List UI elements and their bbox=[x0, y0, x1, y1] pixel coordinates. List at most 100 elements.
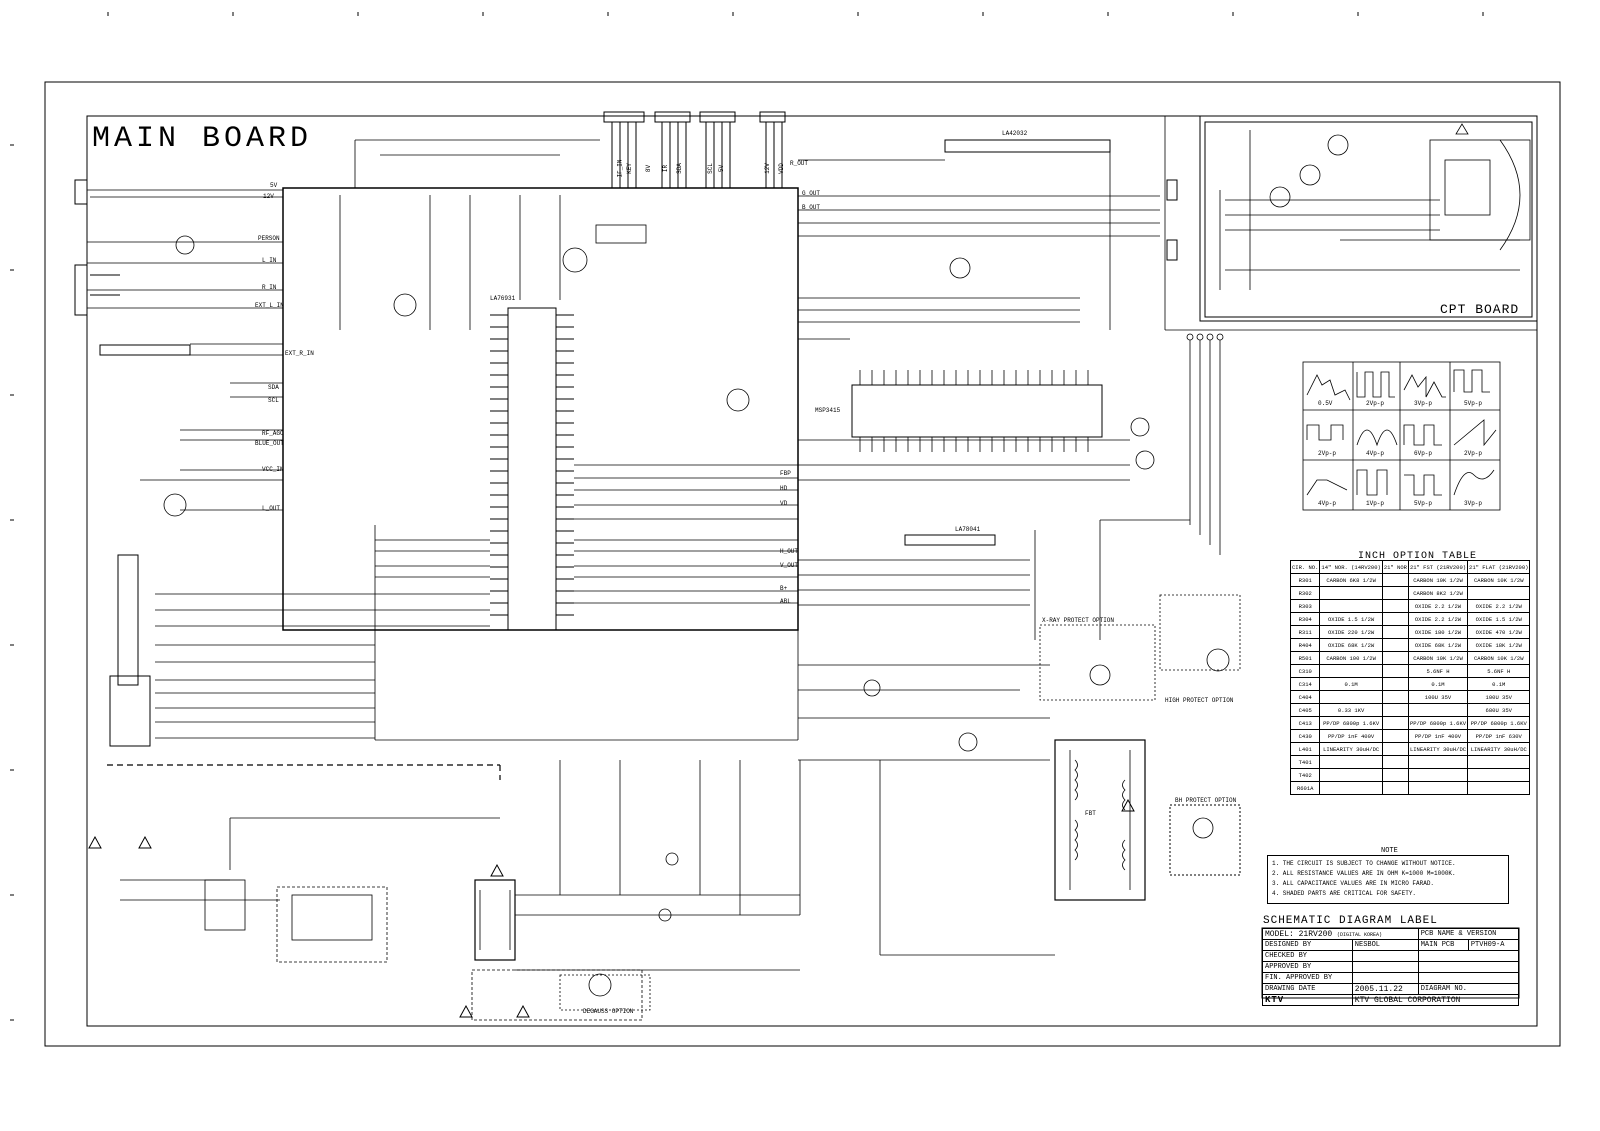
main-ic-chip bbox=[507, 307, 557, 631]
table-cell: R301 bbox=[1289, 573, 1321, 587]
table-cell bbox=[1381, 625, 1409, 639]
signal-label: SDA bbox=[675, 163, 683, 174]
xray-protect-label: X-RAY PROTECT OPTION bbox=[1042, 617, 1115, 624]
cpt-inner-frame bbox=[1204, 121, 1533, 318]
vertical-ic-label: LA78041 bbox=[955, 526, 981, 533]
table-cell: OXIDE 220 1/2W bbox=[1319, 625, 1383, 639]
border-ticks bbox=[10, 12, 1484, 1021]
main-ic-pins bbox=[490, 314, 574, 616]
table-cell bbox=[1319, 599, 1383, 613]
table-cell: R601A bbox=[1289, 781, 1321, 795]
waveform-amplitude: 4Vp-p bbox=[1366, 450, 1385, 457]
audio-ic-chip bbox=[944, 139, 1111, 153]
signal-label: 5V bbox=[718, 164, 726, 173]
signal-label: B+ bbox=[780, 585, 788, 592]
signal-label: IF_IN bbox=[616, 159, 624, 178]
company-name: KTV GLOBAL CORPORATION bbox=[1351, 994, 1520, 1006]
cpt-signal-lines bbox=[798, 333, 1224, 555]
note-line: 1. THE CIRCUIT IS SUBJECT TO CHANGE WITH… bbox=[1272, 860, 1456, 867]
signal-label: 5V bbox=[270, 182, 278, 189]
table-cell: 5.6NF H bbox=[1407, 664, 1469, 678]
audio-ic-label: LA42032 bbox=[1002, 130, 1028, 137]
table-cell: CARBON 6K8 1/2W bbox=[1319, 573, 1383, 587]
table-cell: 0.1M bbox=[1407, 677, 1469, 691]
waveform-amplitude: 4Vp-p bbox=[1318, 500, 1337, 507]
waveform-amplitude: 3Vp-p bbox=[1414, 400, 1433, 407]
signal-label: V_OUT bbox=[780, 562, 799, 569]
signal-label: ABL bbox=[780, 598, 791, 605]
pcb-name-label: PCB NAME & VERSION bbox=[1417, 928, 1520, 940]
table-cell bbox=[1319, 781, 1383, 795]
degauss-option-label: DEGAUSS OPTION bbox=[583, 1008, 634, 1015]
table-cell bbox=[1381, 573, 1409, 587]
table-cell bbox=[1319, 755, 1383, 769]
deflection-area bbox=[798, 520, 1241, 761]
signal-label: L_OUT bbox=[262, 505, 281, 512]
schematic-label-table: MODEL: 21RV200 (DIGITAL KOREA) PCB NAME … bbox=[1262, 928, 1520, 1006]
table-cell bbox=[1407, 781, 1469, 795]
table-row: R601A bbox=[1289, 781, 1531, 795]
fin-approved-label: FIN. APPROVED BY bbox=[1262, 972, 1353, 984]
table-cell bbox=[1381, 703, 1409, 717]
column-header: 21" FST (21RV200) bbox=[1407, 560, 1469, 574]
vertical-ic bbox=[904, 534, 996, 546]
table-cell: LINEARITY 30uH/DC bbox=[1467, 742, 1531, 756]
table-cell: CARBON 10K 1/2W bbox=[1467, 651, 1531, 665]
table-header-row: CIR. NO. 14" NOR. (14RV200) 21" NOR 21" … bbox=[1289, 560, 1531, 574]
signal-label: BLUE_OUT bbox=[255, 440, 284, 447]
cpt-board-title: CPT BOARD bbox=[1440, 302, 1520, 317]
table-cell: C404 bbox=[1289, 690, 1321, 704]
table-row: T401 bbox=[1289, 755, 1531, 769]
table-cell bbox=[1381, 768, 1409, 782]
table-cell: LINEARITY 30uH/DC bbox=[1407, 742, 1469, 756]
audio-area-buses bbox=[798, 116, 1537, 340]
table-cell: OXIDE 1.5 1/2W bbox=[1319, 612, 1383, 626]
table-cell bbox=[1467, 586, 1531, 600]
table-cell: L401 bbox=[1289, 742, 1321, 756]
av-jack-block bbox=[109, 675, 151, 747]
table-cell: CARBON 10K 1/2W bbox=[1407, 651, 1469, 665]
table-cell: OXIDE 18K 1/2W bbox=[1467, 638, 1531, 652]
waveform-panel bbox=[1302, 361, 1501, 511]
note-line: 2. ALL RESISTANCE VALUES ARE IN OHM K=10… bbox=[1272, 870, 1456, 877]
waveform-amplitude: 2Vp-p bbox=[1366, 400, 1385, 407]
designed-by-value: NESBOL bbox=[1351, 939, 1419, 951]
pcb-version-value: PTVH09-A bbox=[1467, 939, 1520, 951]
table-cell: C405 bbox=[1289, 703, 1321, 717]
signal-label: R_OUT bbox=[790, 160, 809, 167]
table-cell: PP/DP 6800p 1.6KV bbox=[1467, 716, 1531, 730]
table-cell bbox=[1381, 781, 1409, 795]
table-cell: 0.1M bbox=[1319, 677, 1383, 691]
diagram-no-label: DIAGRAM NO. bbox=[1417, 983, 1520, 995]
signal-label: 12V bbox=[263, 193, 274, 200]
table-cell bbox=[1319, 690, 1383, 704]
signal-label: H_OUT bbox=[780, 548, 799, 555]
speaker-left bbox=[1166, 179, 1178, 201]
table-cell: PP/DP 1nF 400V bbox=[1319, 729, 1383, 743]
table-cell bbox=[1381, 690, 1409, 704]
waveform-amplitude: 1Vp-p bbox=[1366, 500, 1385, 507]
checked-by-label: CHECKED BY bbox=[1262, 950, 1353, 962]
high-protect-label: HIGH PROTECT OPTION bbox=[1165, 697, 1234, 704]
cpt-board-frame bbox=[1199, 115, 1538, 322]
waveform-amplitude: 2Vp-p bbox=[1318, 450, 1337, 457]
waveform-amplitude: 5Vp-p bbox=[1464, 400, 1483, 407]
signal-label: PERSON bbox=[258, 235, 280, 242]
drawing-date-label: DRAWING DATE bbox=[1262, 983, 1353, 995]
table-row: T402 bbox=[1289, 768, 1531, 782]
table-cell bbox=[1381, 755, 1409, 769]
column-header: 21" NOR bbox=[1381, 560, 1409, 574]
table-cell: LINEARITY 30uH/DC bbox=[1319, 742, 1383, 756]
table-cell: OXIDE 2.2 1/2W bbox=[1407, 599, 1469, 613]
column-header: 14" NOR. (14RV200) bbox=[1319, 560, 1383, 574]
cpt-internals bbox=[1219, 123, 1531, 290]
table-cell: OXIDE 470 1/2W bbox=[1467, 625, 1531, 639]
